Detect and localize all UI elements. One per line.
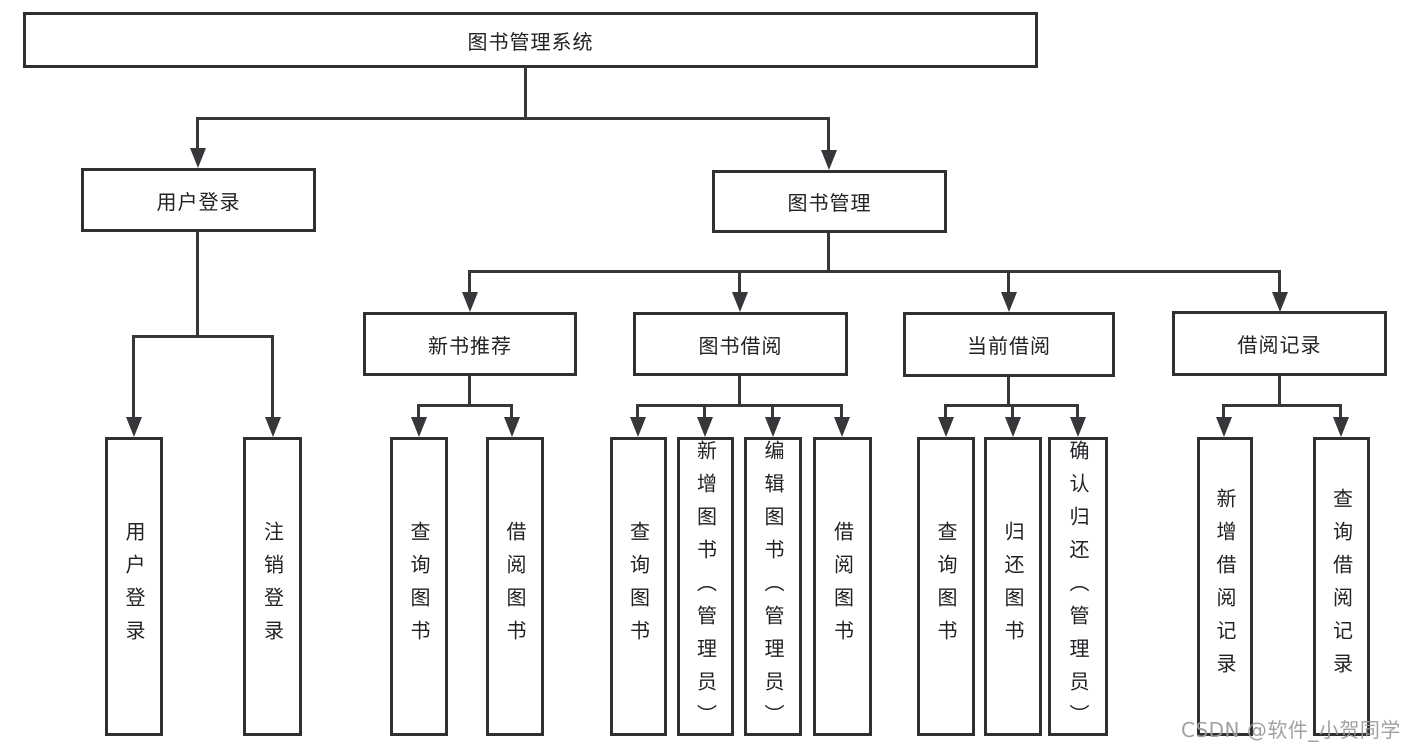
arrow-down-icon [630, 417, 646, 437]
connector-leaf-line [510, 404, 513, 419]
connector-leaf-line [1339, 404, 1342, 419]
leaf-query-borrow-record: 查询借阅记录 [1313, 437, 1370, 736]
leaf-borrow-books: 借阅图书 [813, 437, 872, 736]
connector-book-borrow-split [636, 404, 843, 407]
connector-leaf-line [1222, 404, 1225, 419]
arrow-down-icon [732, 292, 748, 312]
arrow-down-icon [265, 417, 281, 437]
connector-to-leaf-logout [271, 335, 274, 419]
connector-to-leaf-user-login [132, 335, 135, 419]
connector-to-book-borrow [738, 270, 741, 294]
connector-to-current-borrow [1007, 270, 1010, 294]
connector-leaf-line [1011, 404, 1014, 419]
connector-leaf-line [1076, 404, 1079, 419]
connector-borrow-record-split [1222, 404, 1342, 407]
arrow-down-icon [697, 417, 713, 437]
connector-to-new-book [468, 270, 471, 294]
node-borrowing-records: 借阅记录 [1172, 311, 1387, 376]
arrow-down-icon [1216, 417, 1232, 437]
node-book-borrowing: 图书借阅 [633, 312, 848, 376]
leaf-logout: 注销登录 [243, 437, 302, 736]
leaf-query-books-current: 查询图书 [917, 437, 975, 736]
arrow-down-icon [765, 417, 781, 437]
connector-to-book-mgmt [827, 117, 830, 150]
arrow-down-icon [1070, 417, 1086, 437]
arrow-down-icon [190, 148, 206, 168]
node-user-login: 用户登录 [81, 168, 316, 232]
arrow-down-icon [1001, 292, 1017, 312]
leaf-user-login: 用户登录 [105, 437, 163, 736]
connector-leaf-line [944, 404, 947, 419]
arrow-down-icon [462, 292, 478, 312]
arrow-down-icon [504, 417, 520, 437]
arrow-down-icon [938, 417, 954, 437]
node-root-library-management-system: 图书管理系统 [23, 12, 1038, 68]
arrow-down-icon [1005, 417, 1021, 437]
leaf-confirm-return-admin: 确认归还（管理员） [1048, 437, 1108, 737]
arrow-down-icon [1333, 417, 1349, 437]
connector-leaf-line [840, 404, 843, 419]
connector-borrow-record-trunk [1278, 376, 1281, 407]
leaf-add-books-admin: 新增图书（管理员） [677, 437, 734, 737]
connector-leaf-line [703, 404, 706, 419]
connector-leaf-line [771, 404, 774, 419]
arrow-down-icon [411, 417, 427, 437]
connector-book-mgmt-trunk [827, 233, 830, 272]
arrow-down-icon [1272, 292, 1288, 312]
connector-level3-split [468, 270, 1281, 273]
leaf-query-books-newbook: 查询图书 [390, 437, 448, 736]
csdn-watermark: CSDN @软件_小贺同学 [1181, 718, 1401, 742]
leaf-query-books-borrow: 查询图书 [610, 437, 667, 736]
node-book-management: 图书管理 [712, 170, 947, 233]
connector-user-login-trunk [196, 232, 199, 338]
connector-book-borrow-trunk [738, 376, 741, 407]
connector-new-book-split [417, 404, 513, 407]
node-new-book-recommendation: 新书推荐 [363, 312, 577, 376]
leaf-edit-books-admin: 编辑图书（管理员） [744, 437, 802, 737]
connector-new-book-trunk [468, 376, 471, 407]
arrow-down-icon [834, 417, 850, 437]
arrow-down-icon [126, 417, 142, 437]
leaf-add-borrow-record: 新增借阅记录 [1197, 437, 1253, 736]
connector-current-borrow-trunk [1007, 377, 1010, 407]
connector-user-login-split [132, 335, 274, 338]
connector-root-trunk [524, 67, 527, 119]
connector-leaf-line [636, 404, 639, 419]
leaf-return-books: 归还图书 [984, 437, 1042, 736]
leaf-borrow-books-newbook: 借阅图书 [486, 437, 544, 736]
connector-to-borrow-record [1278, 270, 1281, 294]
connector-level2-split [196, 117, 830, 120]
connector-to-user-login [196, 117, 199, 150]
node-current-borrowing: 当前借阅 [903, 312, 1115, 377]
arrow-down-icon [821, 150, 837, 170]
connector-leaf-line [417, 404, 420, 419]
